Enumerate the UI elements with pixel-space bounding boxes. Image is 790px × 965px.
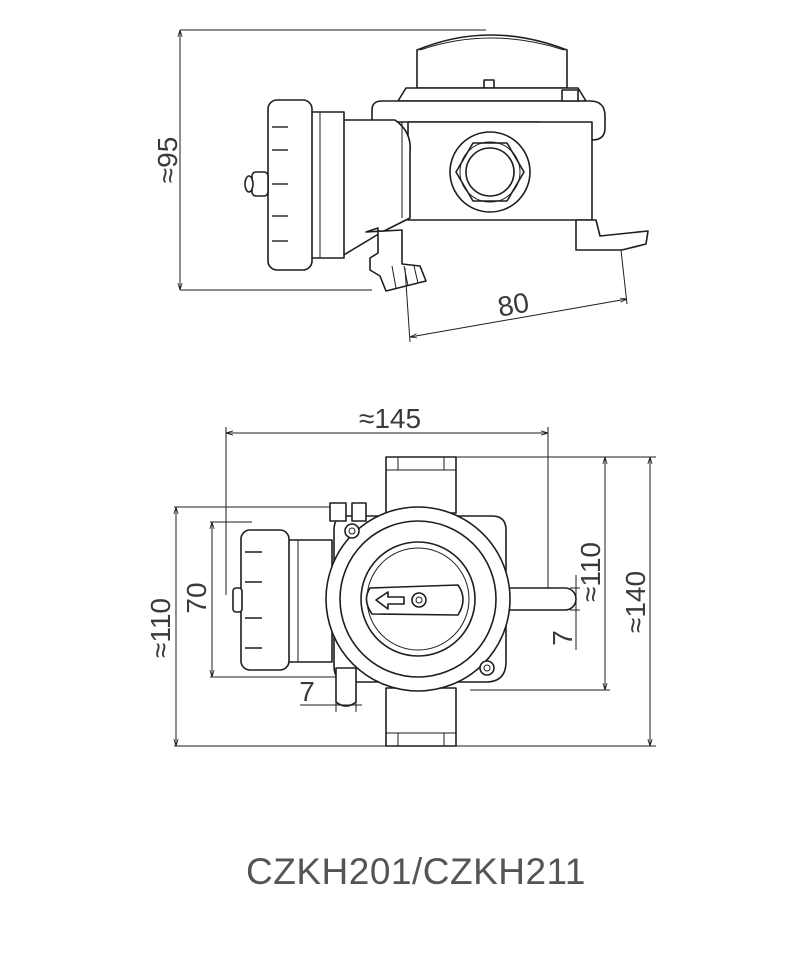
screw-bottom-right bbox=[479, 660, 495, 676]
right-tab-dimension: 7 bbox=[547, 575, 580, 650]
plug-socket-side bbox=[244, 99, 345, 271]
plug-height-label: 70 bbox=[181, 582, 212, 613]
top-cable-entry bbox=[385, 456, 457, 514]
depth-dimension: 80 bbox=[404, 249, 628, 343]
width-label: ≈145 bbox=[359, 403, 421, 434]
model-title: CZKH201/CZKH211 bbox=[246, 851, 586, 892]
bottom-tab-dimension: 7 bbox=[299, 676, 362, 712]
plan-view: ≈145 ≈110 ≈140 ≈110 70 bbox=[145, 403, 656, 747]
right-height-dimensions: ≈110 ≈140 bbox=[174, 456, 656, 747]
bottom-tab-label: 7 bbox=[299, 676, 315, 707]
width-dimension: ≈145 bbox=[225, 403, 549, 595]
bottom-latch bbox=[365, 227, 427, 292]
height-label: ≈95 bbox=[152, 137, 183, 184]
side-view: ≈95 bbox=[152, 29, 649, 343]
depth-extension-right bbox=[620, 249, 628, 305]
height-dimension: ≈95 bbox=[152, 29, 486, 291]
screw-top-left bbox=[344, 523, 360, 539]
depth-dimension-line bbox=[410, 299, 627, 337]
right-outer-height-label: ≈140 bbox=[620, 571, 651, 633]
arrow-left-icon bbox=[375, 591, 405, 610]
dome-cover bbox=[397, 34, 587, 102]
left-height-dimensions: ≈110 70 bbox=[145, 506, 340, 746]
mounting-lug-right bbox=[499, 587, 577, 611]
rotary-knob bbox=[365, 584, 464, 616]
mounting-foot bbox=[575, 219, 649, 251]
left-height-label: ≈110 bbox=[145, 598, 176, 658]
right-tab-label: 7 bbox=[547, 630, 578, 646]
right-inner-height-label: ≈110 bbox=[575, 542, 606, 602]
cable-gland-nut bbox=[449, 131, 531, 213]
depth-extension-left bbox=[404, 267, 411, 343]
plug-socket-plan bbox=[232, 529, 333, 671]
depth-label: 80 bbox=[495, 287, 531, 323]
bottom-cable-entry bbox=[385, 687, 457, 747]
